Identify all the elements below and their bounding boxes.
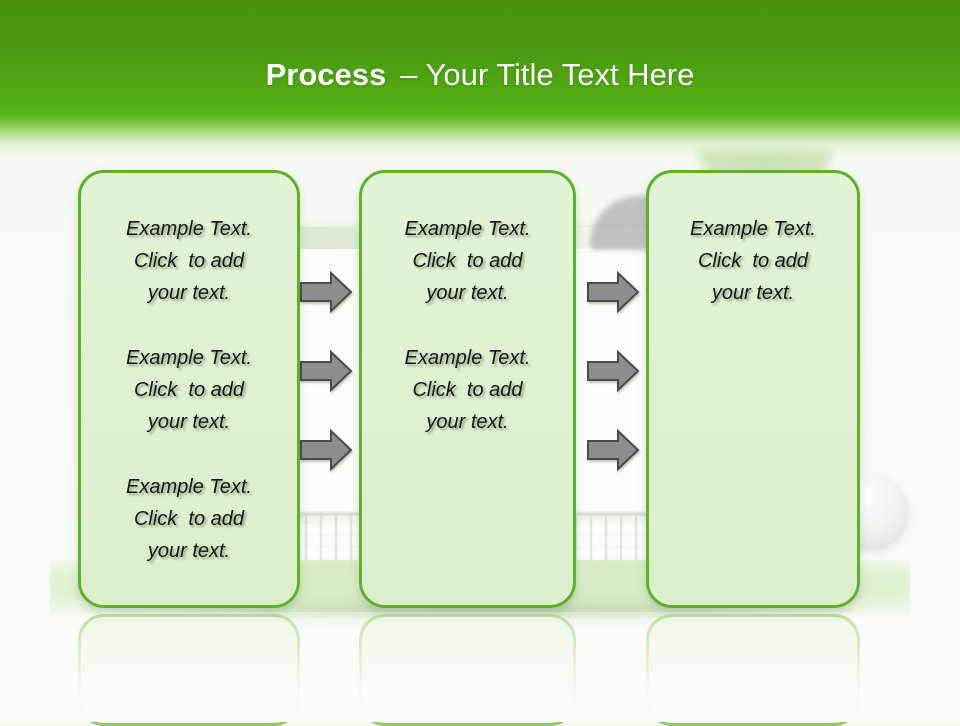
process-box-1[interactable]: Example Text. Click to add your text. Ex… <box>78 170 300 608</box>
placeholder-line: Click to add <box>133 379 245 401</box>
box-reflection-2 <box>359 614 576 726</box>
placeholder-line: Example Text. <box>404 218 531 240</box>
placeholder-line: your text. <box>426 282 509 304</box>
text-placeholder[interactable]: Example Text. Click to add your text. <box>87 471 291 567</box>
placeholder-line: Click to add <box>412 250 523 272</box>
text-placeholder[interactable]: Example Text. Click to add your text. <box>368 342 567 438</box>
placeholder-line: your text. <box>711 282 795 304</box>
text-placeholder[interactable]: Example Text. Click to add your text. <box>368 213 567 309</box>
title-rest-text: – Your Title Text Here <box>400 57 695 92</box>
title-bold-text: Process <box>265 57 387 92</box>
arrow-right-icon <box>587 429 640 471</box>
placeholder-line: your text. <box>147 540 231 562</box>
placeholder-line: Click to add <box>133 250 245 272</box>
placeholder-line: Click to add <box>133 508 245 530</box>
box-reflection-3 <box>646 614 860 726</box>
placeholder-line: your text. <box>147 411 231 433</box>
arrow-right-icon <box>587 350 640 392</box>
placeholder-line: Click to add <box>412 379 523 401</box>
placeholder-line: your text. <box>147 282 231 304</box>
arrow-right-icon <box>587 271 640 313</box>
placeholder-line: Example Text. <box>404 347 531 369</box>
process-box-3[interactable]: Example Text. Click to add your text. <box>646 170 860 608</box>
text-placeholder[interactable]: Example Text. Click to add your text. <box>655 213 851 309</box>
arrow-right-icon <box>300 429 353 471</box>
placeholder-line: Example Text. <box>126 476 252 498</box>
placeholder-line: Example Text. <box>690 218 816 240</box>
slide-title[interactable]: Process – Your Title Text Here <box>0 54 960 96</box>
process-box-2[interactable]: Example Text. Click to add your text. Ex… <box>359 170 576 608</box>
placeholder-line: Example Text. <box>126 218 252 240</box>
text-placeholder[interactable]: Example Text. Click to add your text. <box>87 213 291 309</box>
text-placeholder[interactable]: Example Text. Click to add your text. <box>87 342 291 438</box>
placeholder-line: Click to add <box>697 250 809 272</box>
box-reflection-1 <box>78 614 300 726</box>
placeholder-line: Example Text. <box>126 347 252 369</box>
arrow-right-icon <box>300 271 353 313</box>
placeholder-line: your text. <box>426 411 509 433</box>
arrow-right-icon <box>300 350 353 392</box>
